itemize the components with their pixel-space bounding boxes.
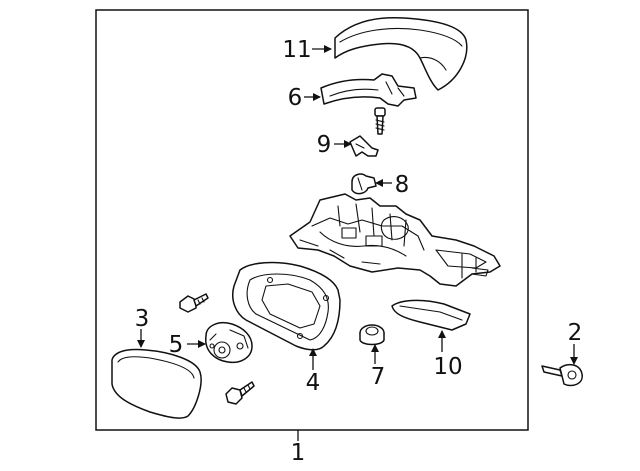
mirror-glass-part-3 [111,348,202,419]
bolt-upper [179,293,209,313]
skull-cap-part-11 [334,16,468,91]
motor-part-5 [205,322,253,364]
callout-4: 4 [306,370,321,396]
grommet-part-7 [359,324,385,346]
callout-9: 9 [317,132,332,158]
mirror-base-assembly [289,193,501,287]
callout-8: 8 [395,172,410,198]
callout-7: 7 [371,364,386,390]
cover-plate-part-10 [391,299,471,331]
stud-part-2 [541,363,583,387]
callout-6: 6 [288,85,303,111]
bolt-lower [225,381,255,405]
clip-part-9 [349,135,379,157]
callout-3: 3 [135,306,150,332]
callout-5: 5 [169,332,184,358]
glass-bracket-part-4 [232,261,341,351]
callout-2: 2 [568,320,583,346]
retainer-part-8 [351,173,377,195]
assembly-frame [95,9,529,431]
callout-1: 1 [291,440,306,466]
callout-10: 10 [433,354,462,380]
screw [374,107,386,135]
cap-holder-part-6 [320,73,417,107]
callout-11: 11 [282,37,311,63]
